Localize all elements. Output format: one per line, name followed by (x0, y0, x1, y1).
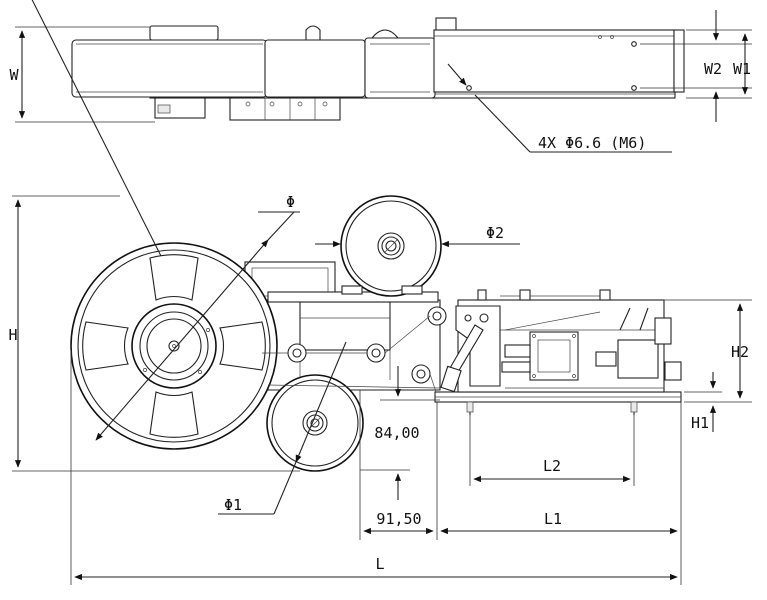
hole-leader-arrow (447, 63, 467, 86)
front-view: H H2 H1 Φ Φ2 Φ1 84,00 (8, 0, 752, 585)
top-dispenser-plate (433, 29, 675, 93)
top-rewind-reel (264, 39, 366, 98)
top-view: W W2 W1 4X Φ6.6 (M6) (9, 10, 752, 153)
rewind-reel (266, 374, 364, 472)
upper-reel (340, 195, 442, 297)
top-main-reel (71, 39, 268, 98)
top-upper-reel (364, 37, 436, 99)
dispenser-head (440, 289, 682, 393)
drive-unit (529, 331, 579, 381)
dim-w-label: W (9, 66, 19, 84)
dim-h-label: H (8, 326, 17, 344)
dim-l1-label: L1 (544, 510, 562, 528)
dim-w2-label: W2 (704, 60, 722, 78)
top-arc-guide (371, 29, 399, 39)
mounting-hole (466, 85, 472, 91)
top-handle (305, 25, 321, 40)
dim-91-label: 91,50 (376, 510, 421, 528)
dim-84-label: 84,00 (374, 424, 419, 442)
center-block (299, 301, 391, 351)
mounting-hole (631, 41, 637, 47)
dim-phi2-label: Φ2 (486, 224, 504, 242)
dim-l-label: L (375, 555, 384, 573)
top-lower-block (229, 97, 341, 121)
dim-l2-label: L2 (543, 457, 561, 475)
dim-w1-label: W1 (733, 60, 751, 78)
dim-phi1-label: Φ1 (224, 496, 242, 514)
mounting-hole (631, 85, 637, 91)
dim-h2-label: H2 (731, 343, 749, 361)
hole-note: 4X Φ6.6 (M6) (538, 134, 646, 152)
dim-h1-label: H1 (691, 414, 709, 432)
top-reel-hub (149, 25, 219, 41)
dim-phi-label: Φ (286, 193, 295, 211)
